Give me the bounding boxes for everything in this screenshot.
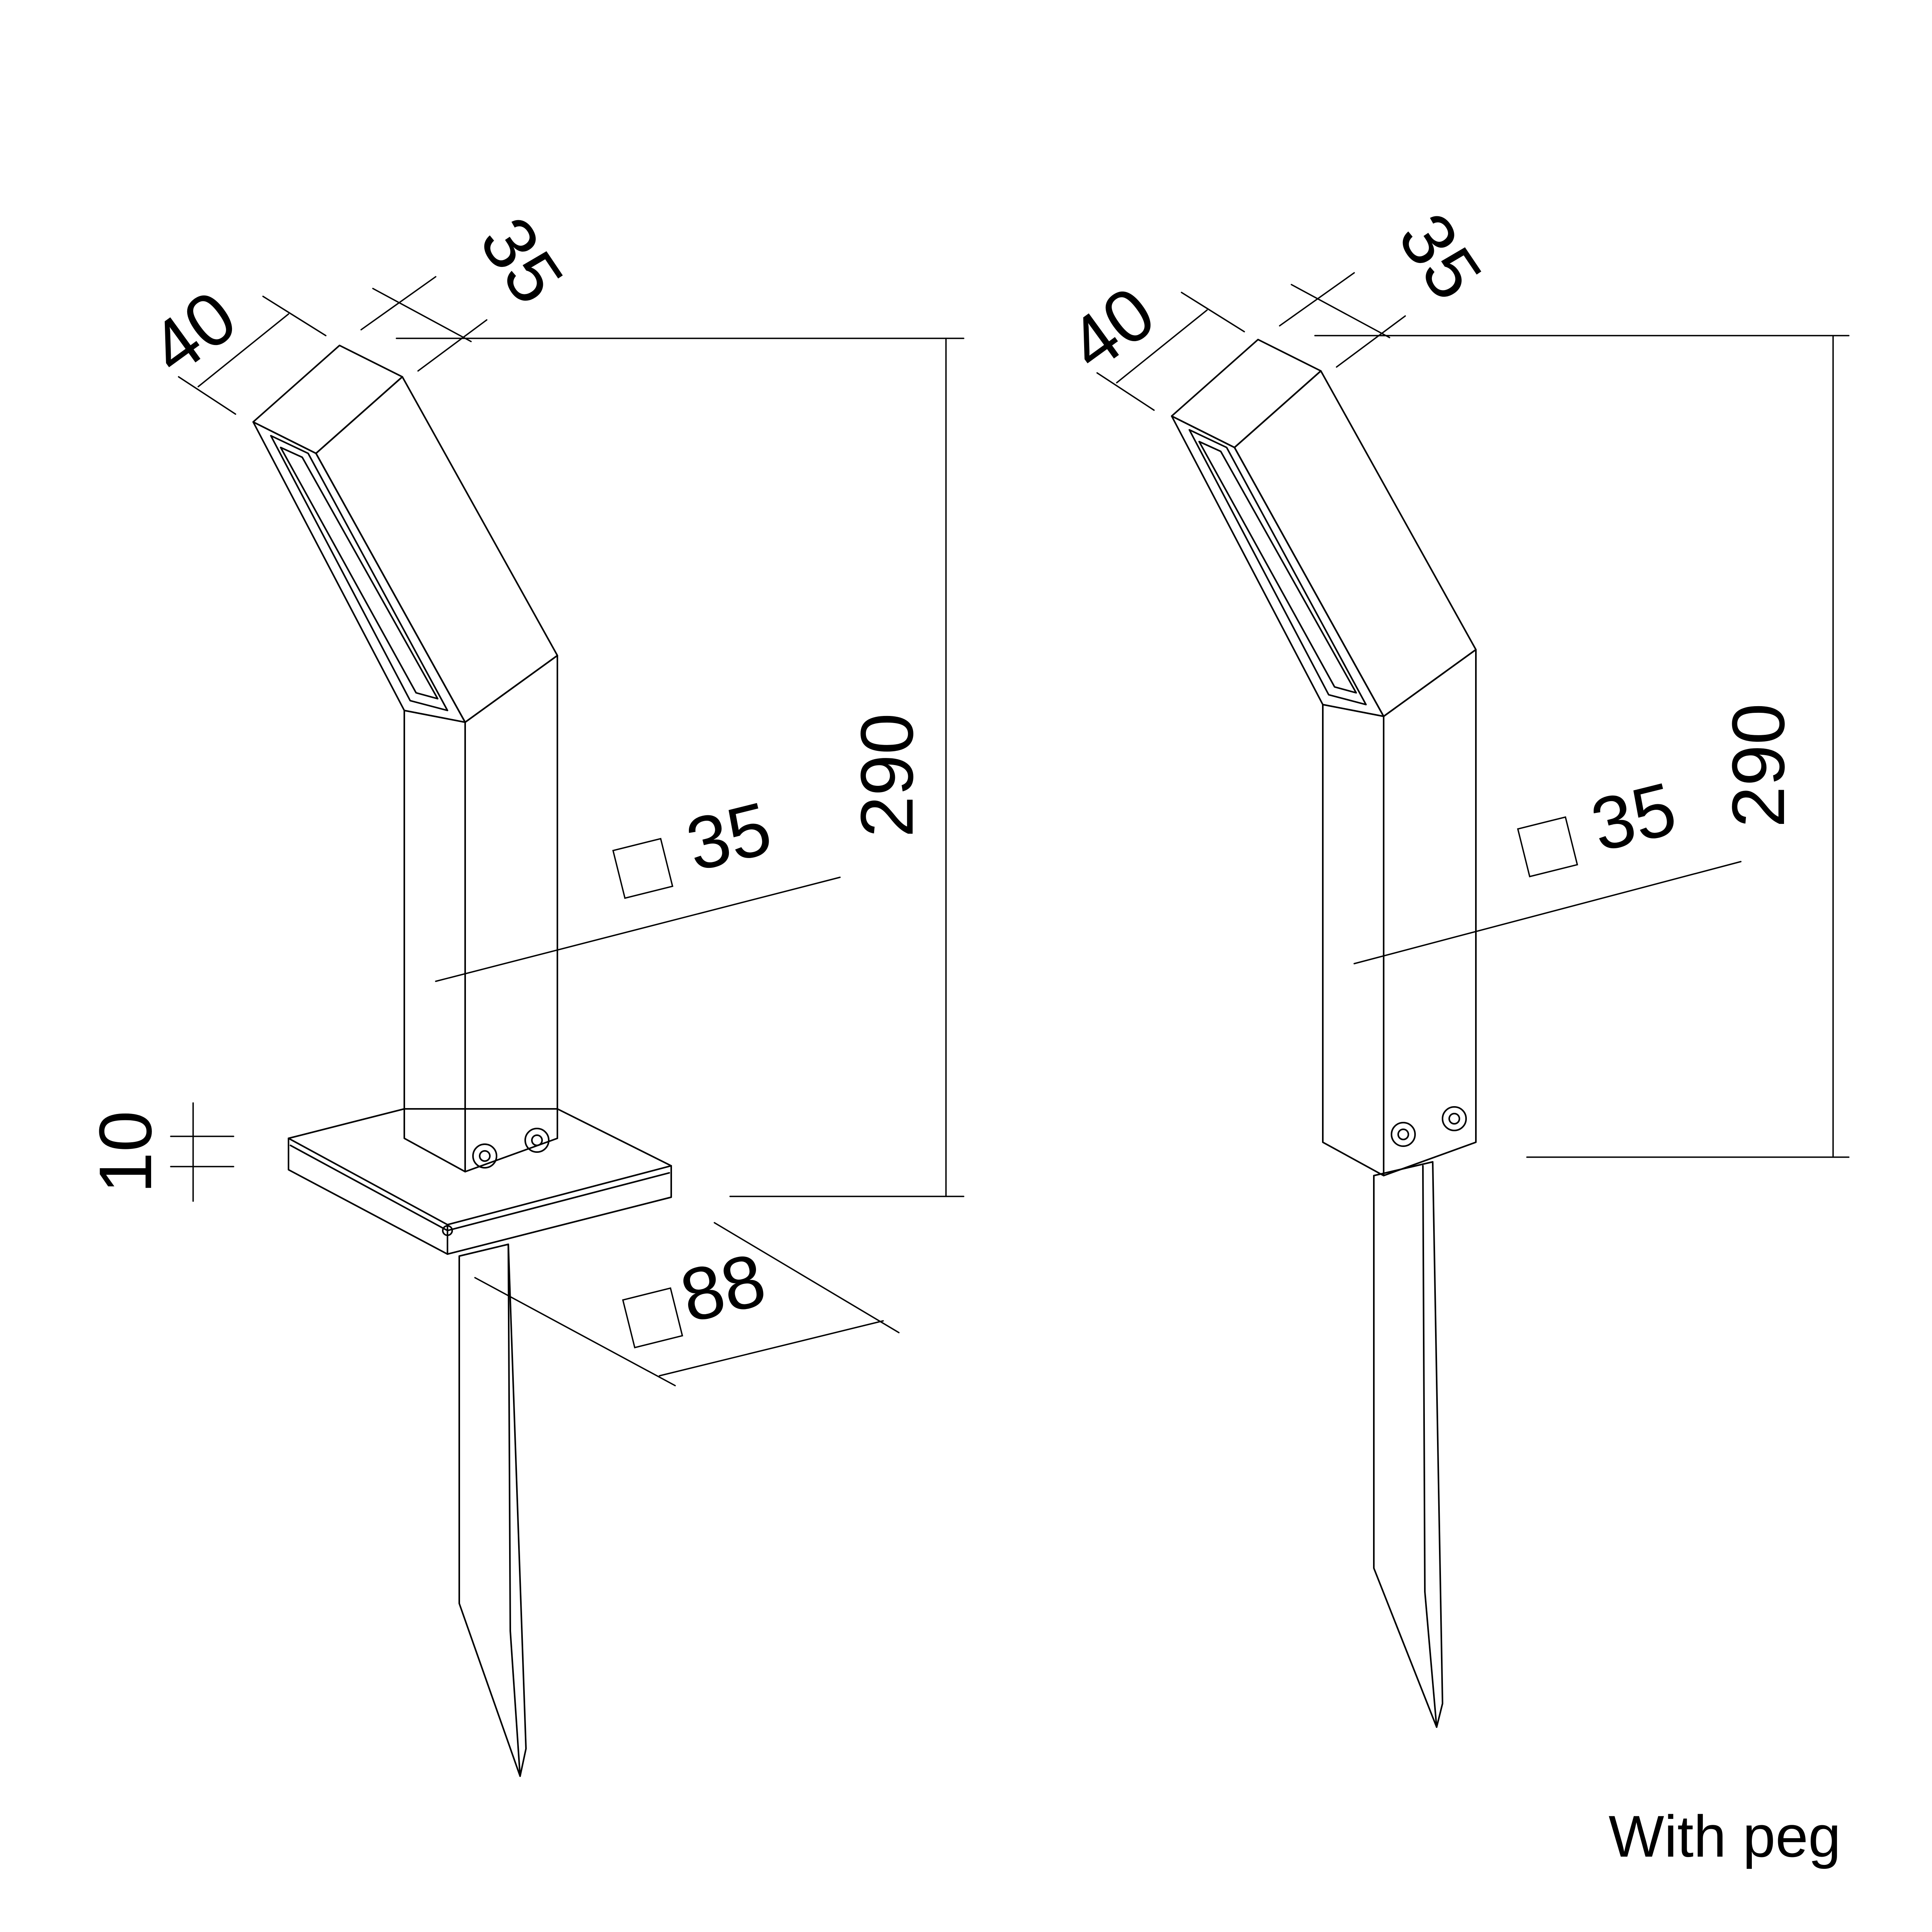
left-head-width-label: 40 — [135, 275, 251, 391]
left-height-label: 290 — [845, 713, 929, 837]
right-height-label: 290 — [1717, 703, 1800, 827]
left-square-symbol-base — [622, 1287, 683, 1349]
right-head — [1171, 339, 1477, 717]
left-head-depth-label: 35 — [464, 203, 579, 318]
right-luminaire — [1171, 339, 1477, 1728]
left-stem — [404, 655, 558, 1172]
left-screws — [472, 1128, 550, 1169]
left-base-thickness-label: 10 — [84, 1110, 167, 1193]
right-stem — [1322, 649, 1477, 1176]
caption: With peg — [1609, 1803, 1841, 1869]
left-base-plate — [288, 1108, 672, 1255]
right-head-width-label: 40 — [1054, 271, 1170, 387]
left-head — [252, 345, 558, 723]
right-stem-section-label: 35 — [1583, 767, 1684, 867]
left-square-symbol-stem — [612, 838, 674, 899]
left-dimensions: 40 35 290 35 10 88 — [84, 203, 964, 1386]
left-luminaire — [252, 345, 672, 1777]
right-peg — [1373, 1161, 1443, 1728]
right-dimensions: 40 35 290 35 — [1054, 199, 1850, 1158]
left-stem-section-label: 35 — [679, 786, 779, 887]
right-head-depth-label: 35 — [1382, 199, 1498, 314]
left-peg — [458, 1244, 527, 1777]
right-square-symbol-stem — [1517, 816, 1578, 878]
right-screws — [1391, 1106, 1467, 1147]
left-base-size-label: 88 — [673, 1238, 773, 1339]
